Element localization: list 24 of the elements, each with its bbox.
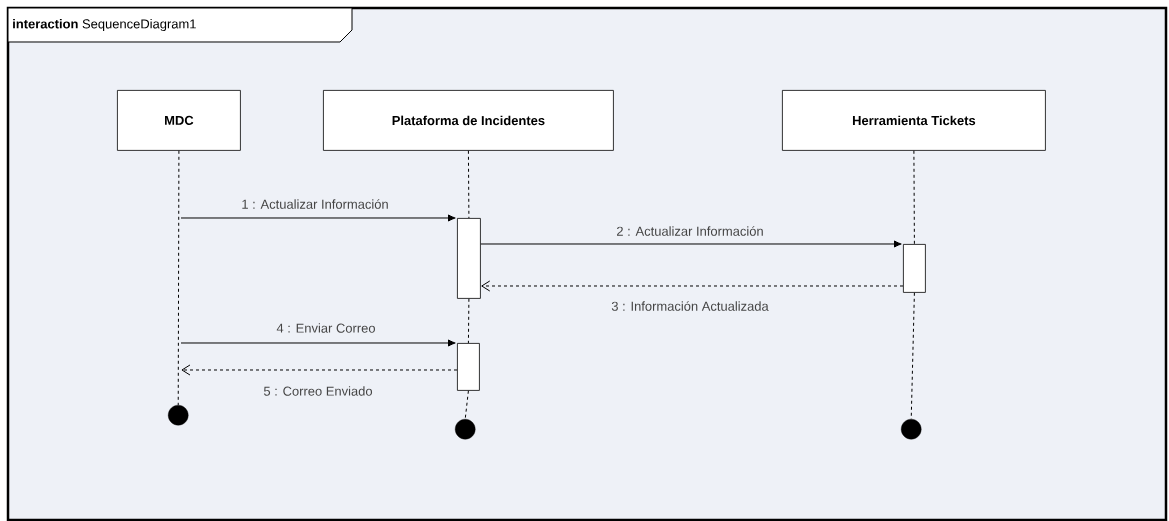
lifeline-head: Herramienta Tickets xyxy=(782,90,1046,151)
message-label: 2 : Actualizar Información xyxy=(615,225,765,237)
end-dot xyxy=(168,405,189,426)
activation-bar xyxy=(903,244,926,293)
message-label: 3 : Información Actualizada xyxy=(610,300,770,312)
activation-bar xyxy=(457,343,480,391)
message-arrow xyxy=(181,364,458,376)
end-dot xyxy=(455,419,476,440)
message-label: 1 : Actualizar Información xyxy=(240,198,390,210)
lifeline xyxy=(467,150,470,219)
lifeline xyxy=(177,150,180,406)
end-dot xyxy=(901,419,922,440)
message-arrow xyxy=(480,240,902,248)
lifeline xyxy=(464,390,469,420)
message-arrow xyxy=(481,280,904,292)
message-label: 5 : Correo Enviado xyxy=(262,385,374,397)
lifeline-head: MDC xyxy=(117,90,241,151)
lifeline-head: Plataforma de Incidentes xyxy=(323,90,614,151)
lifeline xyxy=(467,298,470,344)
message-arrow xyxy=(180,214,456,222)
message-label: 4 : Enviar Correo xyxy=(275,322,377,334)
message-arrow xyxy=(180,339,456,347)
activation-bar xyxy=(457,218,481,299)
lifeline xyxy=(913,150,915,245)
